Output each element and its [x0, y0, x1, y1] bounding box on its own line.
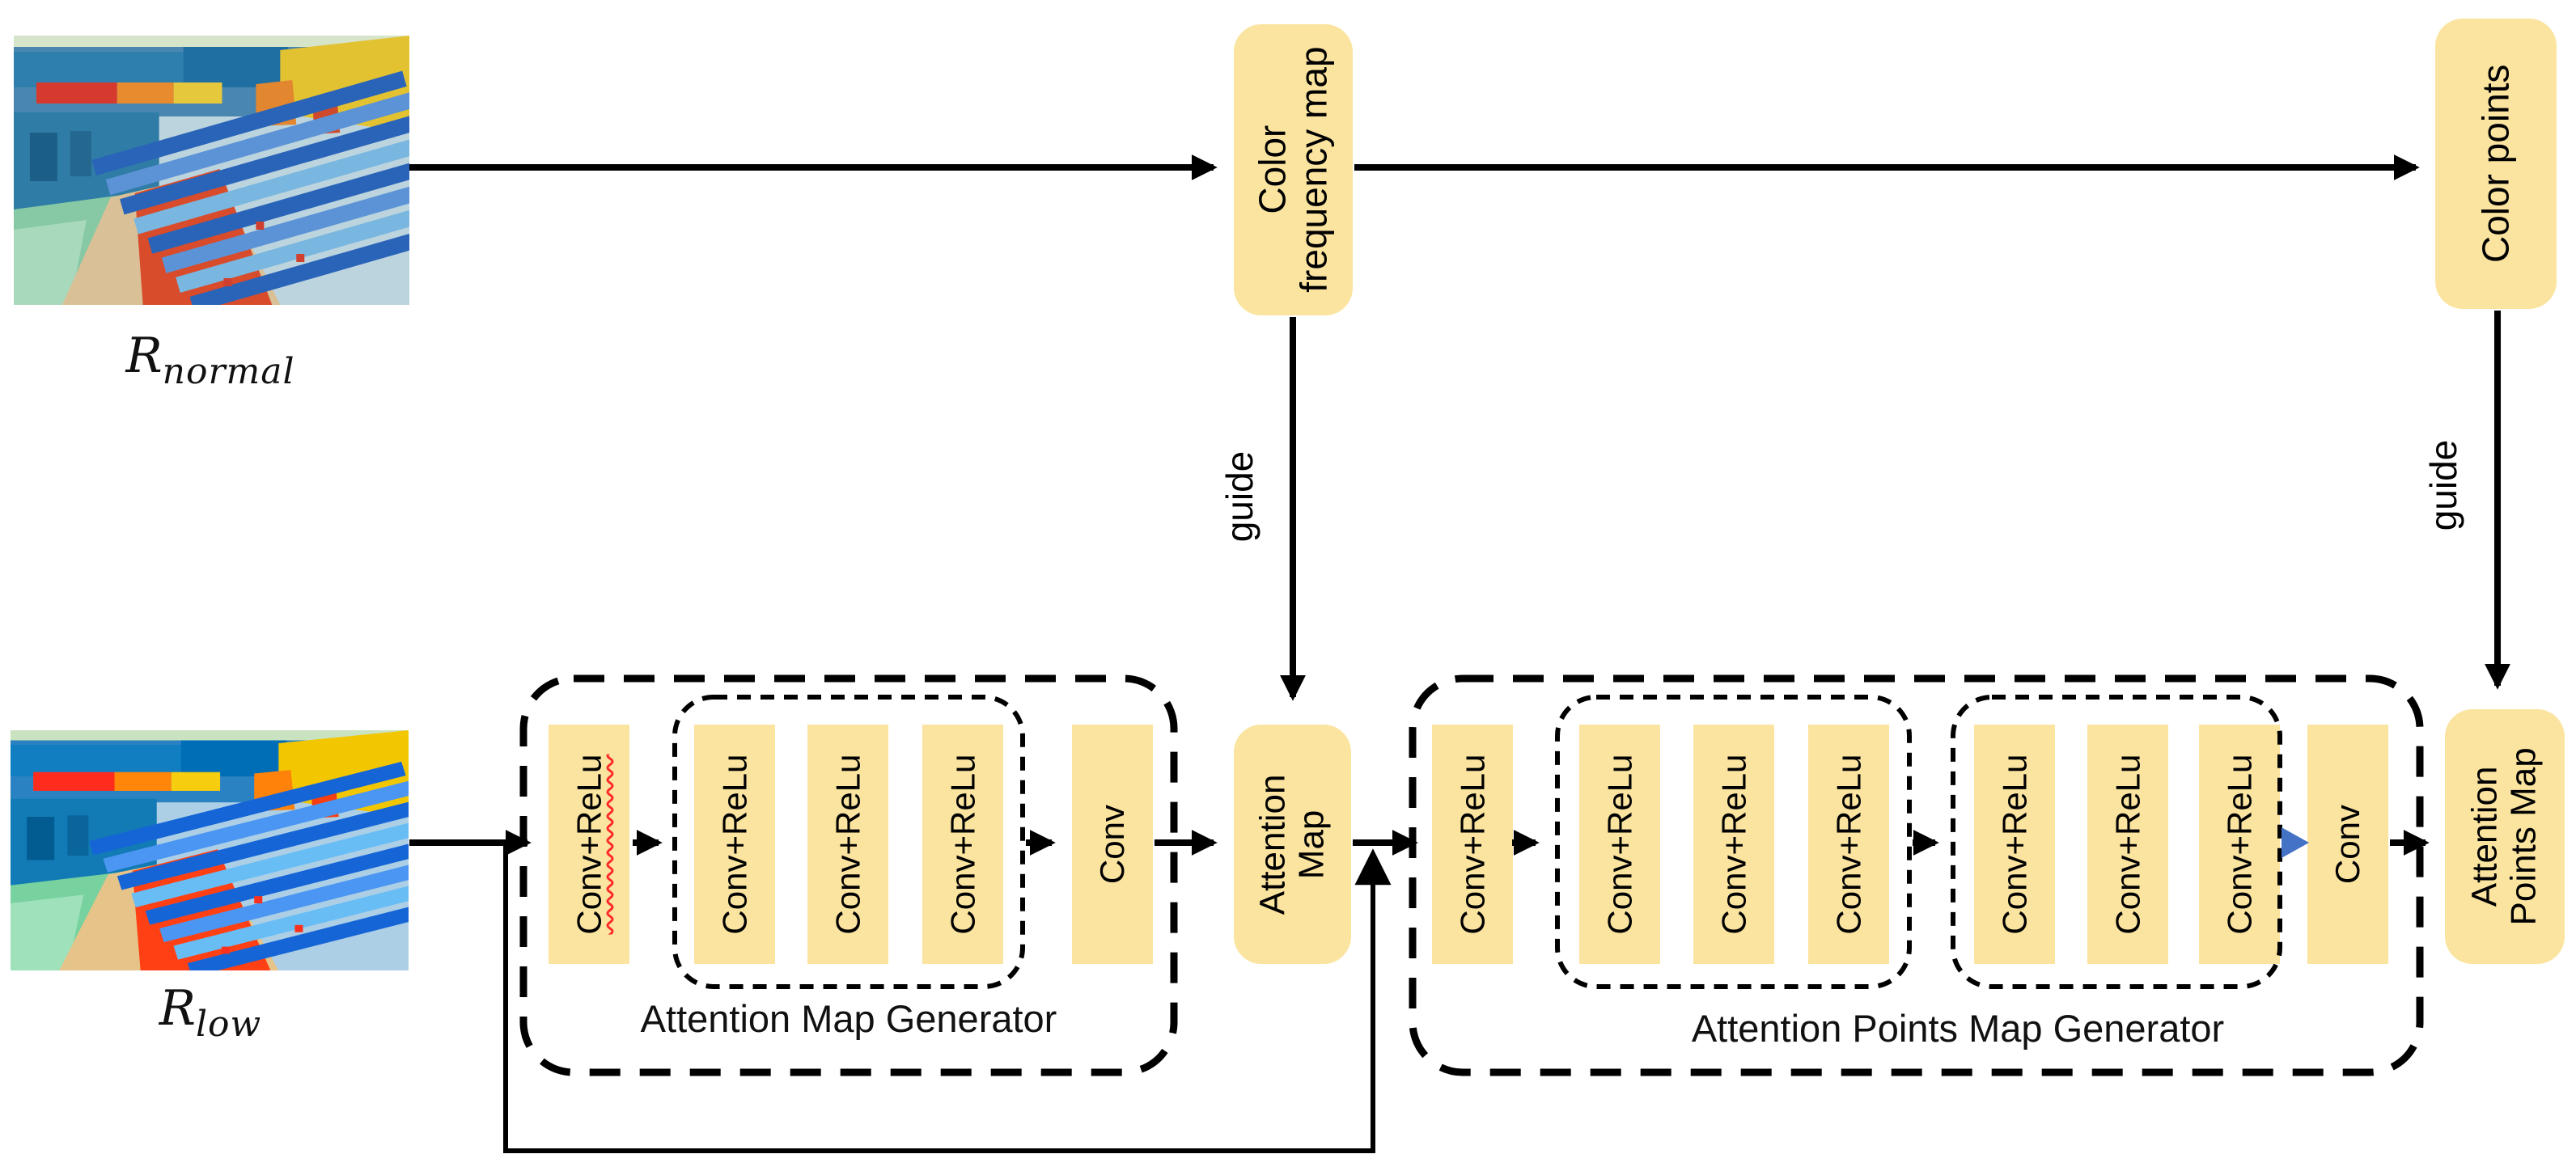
apmg-conv-relu-7-label: Conv+ReLu [2219, 754, 2258, 935]
apmg-conv-relu-3-label: Conv+ReLu [1714, 754, 1752, 935]
amg-conv-relu-3-label: Conv+ReLu [828, 754, 866, 935]
r-normal-image [14, 36, 409, 305]
apmg-conv-relu-4: Conv+ReLu [1808, 725, 1889, 964]
r-normal-subscript: normal [162, 351, 295, 392]
amg-conv-relu-1: Conv+ReLu [549, 725, 629, 964]
amg-conv-label: Conv [1092, 804, 1131, 885]
apmg-conv-relu-5: Conv+ReLu [1974, 725, 2055, 964]
apmg-conv-relu-6: Conv+ReLu [2087, 725, 2168, 964]
guide-label-right: guide [2422, 439, 2464, 531]
apmg-conv-relu-1-label: Conv+ReLu [1452, 754, 1491, 935]
r-low-image [11, 730, 409, 970]
apmg-conv-label: Conv [2328, 804, 2366, 885]
apmg-conv-relu-3: Conv+ReLu [1693, 725, 1774, 964]
apmg-conv-relu-2: Conv+ReLu [1579, 725, 1660, 964]
attention-points-map-node: Attention Points Map [2445, 709, 2565, 964]
amg-conv-relu-4-label: Conv+ReLu [943, 754, 981, 935]
amg-conv-relu-2-label: Conv+ReLu [714, 754, 753, 935]
apmg-title: Attention Points Map Generator [1691, 1007, 2225, 1050]
r-low-symbol: R [159, 980, 196, 1037]
stadium-photo-art-low [11, 730, 409, 970]
stadium-photo-art [14, 36, 409, 305]
r-normal-label: Rnormal [49, 328, 372, 392]
color-points-node: Color points [2435, 19, 2557, 309]
color-points-label: Color points [2474, 64, 2517, 264]
apmg-conv-relu-5-label: Conv+ReLu [1994, 754, 2033, 935]
attention-map-node: Attention Map [1234, 725, 1351, 964]
color-frequency-map-node: Color frequency map [1234, 24, 1353, 315]
apmg-conv-relu-1: Conv+ReLu [1432, 725, 1513, 964]
r-normal-symbol: R [125, 328, 163, 384]
r-low-subscript: low [195, 1004, 262, 1045]
amg-title: Attention Map Generator [640, 997, 1057, 1040]
amg-conv-relu-2: Conv+ReLu [694, 725, 775, 964]
amg-conv: Conv [1072, 725, 1153, 964]
r-low-label: Rlow [49, 980, 372, 1045]
amg-conv-relu-4: Conv+ReLu [922, 725, 1003, 964]
apmg-conv-relu-7: Conv+ReLu [2199, 725, 2280, 964]
apmg-conv-relu-2-label: Conv+ReLu [1599, 754, 1638, 935]
apmg-conv-relu-6-label: Conv+ReLu [2108, 754, 2146, 935]
color-frequency-map-label: Color frequency map [1251, 46, 1335, 294]
blue-arrowhead [2282, 827, 2309, 858]
attention-map-label: Attention Map [1252, 774, 1332, 915]
apmg-conv-relu-4-label: Conv+ReLu [1828, 754, 1867, 935]
amg-conv-relu-3: Conv+ReLu [807, 725, 888, 964]
amg-conv-relu-1-label: Conv+ReLu [569, 754, 608, 935]
guide-label-left: guide [1218, 450, 1260, 543]
attention-points-map-label: Attention Points Map [2464, 747, 2544, 926]
apmg-conv: Conv [2307, 725, 2388, 964]
